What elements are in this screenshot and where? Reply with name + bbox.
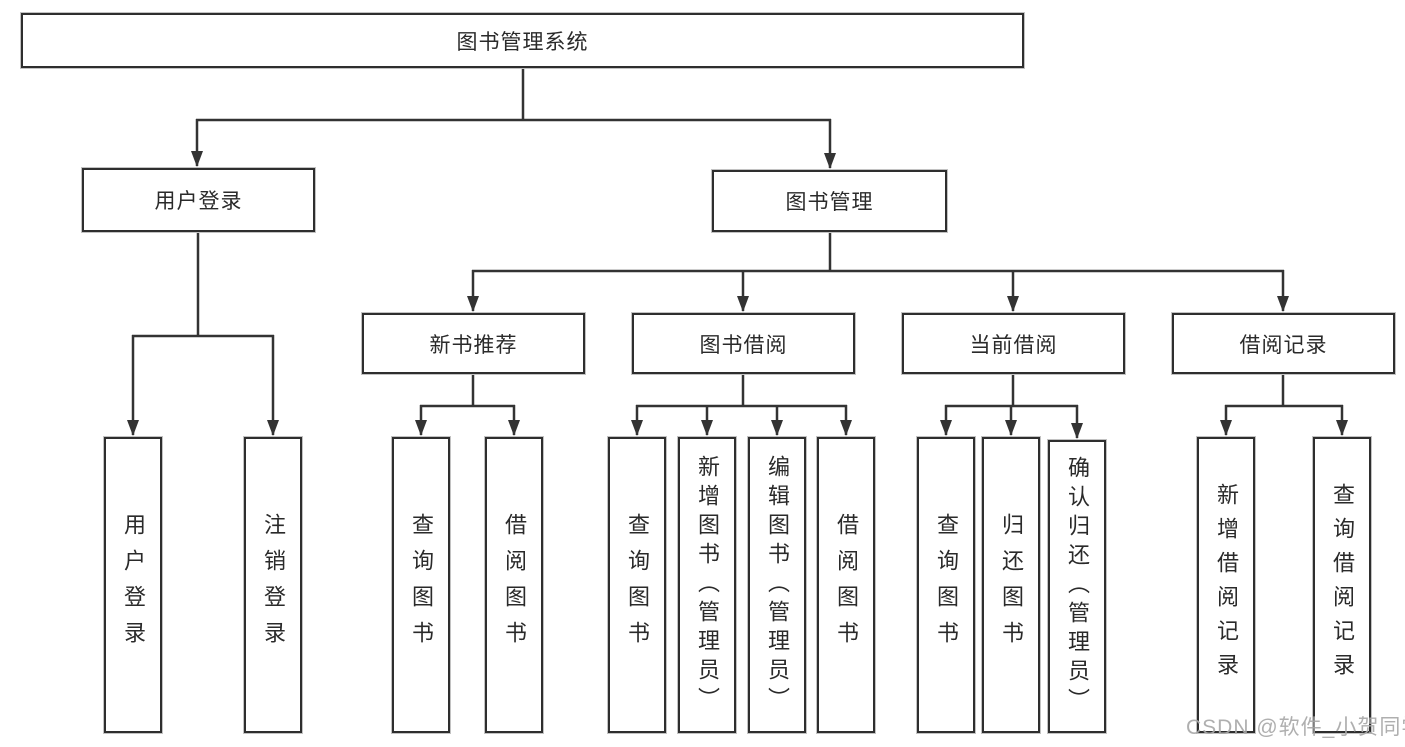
- csdn-watermark: CSDN @软件_小贺同学: [1186, 716, 1405, 739]
- node-label: 编辑图书（管理员）: [765, 454, 790, 716]
- leaf-borrow-books-1: 借阅图书: [484, 436, 544, 734]
- node-label: 借阅记录: [1239, 333, 1328, 357]
- leaf-edit-books-admin: 编辑图书（管理员）: [747, 436, 807, 734]
- node-label: 归还图书: [999, 513, 1024, 657]
- leaf-query-books-3: 查询图书: [916, 436, 976, 734]
- node-label: 注销登录: [261, 513, 286, 657]
- node-label: 图书借阅: [699, 333, 788, 357]
- node-label: 查询图书: [934, 513, 959, 657]
- node-book-management: 图书管理: [711, 169, 948, 233]
- node-label: 查询图书: [409, 513, 434, 657]
- node-label: 用户登录: [121, 513, 146, 657]
- node-label: 图书管理系统: [456, 30, 589, 54]
- leaf-return-books: 归还图书: [981, 436, 1041, 734]
- node-label: 借阅图书: [502, 513, 527, 657]
- node-label: 查询图书: [625, 513, 650, 657]
- leaf-logout: 注销登录: [243, 436, 303, 734]
- leaf-add-borrow-record: 新增借阅记录: [1196, 436, 1256, 734]
- node-user-login: 用户登录: [81, 167, 316, 233]
- leaf-add-books-admin: 新增图书（管理员）: [677, 436, 737, 734]
- node-label: 新增借阅记录: [1214, 483, 1239, 687]
- leaf-user-login: 用户登录: [103, 436, 163, 734]
- node-label: 当前借阅: [969, 333, 1058, 357]
- node-label: 借阅图书: [834, 513, 859, 657]
- node-current-borrow: 当前借阅: [901, 312, 1126, 375]
- leaf-query-books-1: 查询图书: [391, 436, 451, 734]
- node-book-borrow: 图书借阅: [631, 312, 856, 375]
- node-new-book-recommend: 新书推荐: [361, 312, 586, 375]
- node-label: 新增图书（管理员）: [695, 454, 720, 716]
- node-label: 查询借阅记录: [1330, 483, 1355, 687]
- leaf-query-books-2: 查询图书: [607, 436, 667, 734]
- node-library-management-system: 图书管理系统: [20, 12, 1025, 69]
- node-label: 用户登录: [154, 190, 243, 213]
- leaf-query-borrow-record: 查询借阅记录: [1312, 436, 1372, 734]
- node-label: 图书管理: [785, 191, 874, 214]
- node-label: 确认归还（管理员）: [1065, 456, 1090, 717]
- leaf-borrow-books-2: 借阅图书: [816, 436, 876, 734]
- node-label: 新书推荐: [429, 333, 518, 357]
- node-borrow-records: 借阅记录: [1171, 312, 1396, 375]
- leaf-confirm-return-admin: 确认归还（管理员）: [1047, 439, 1107, 734]
